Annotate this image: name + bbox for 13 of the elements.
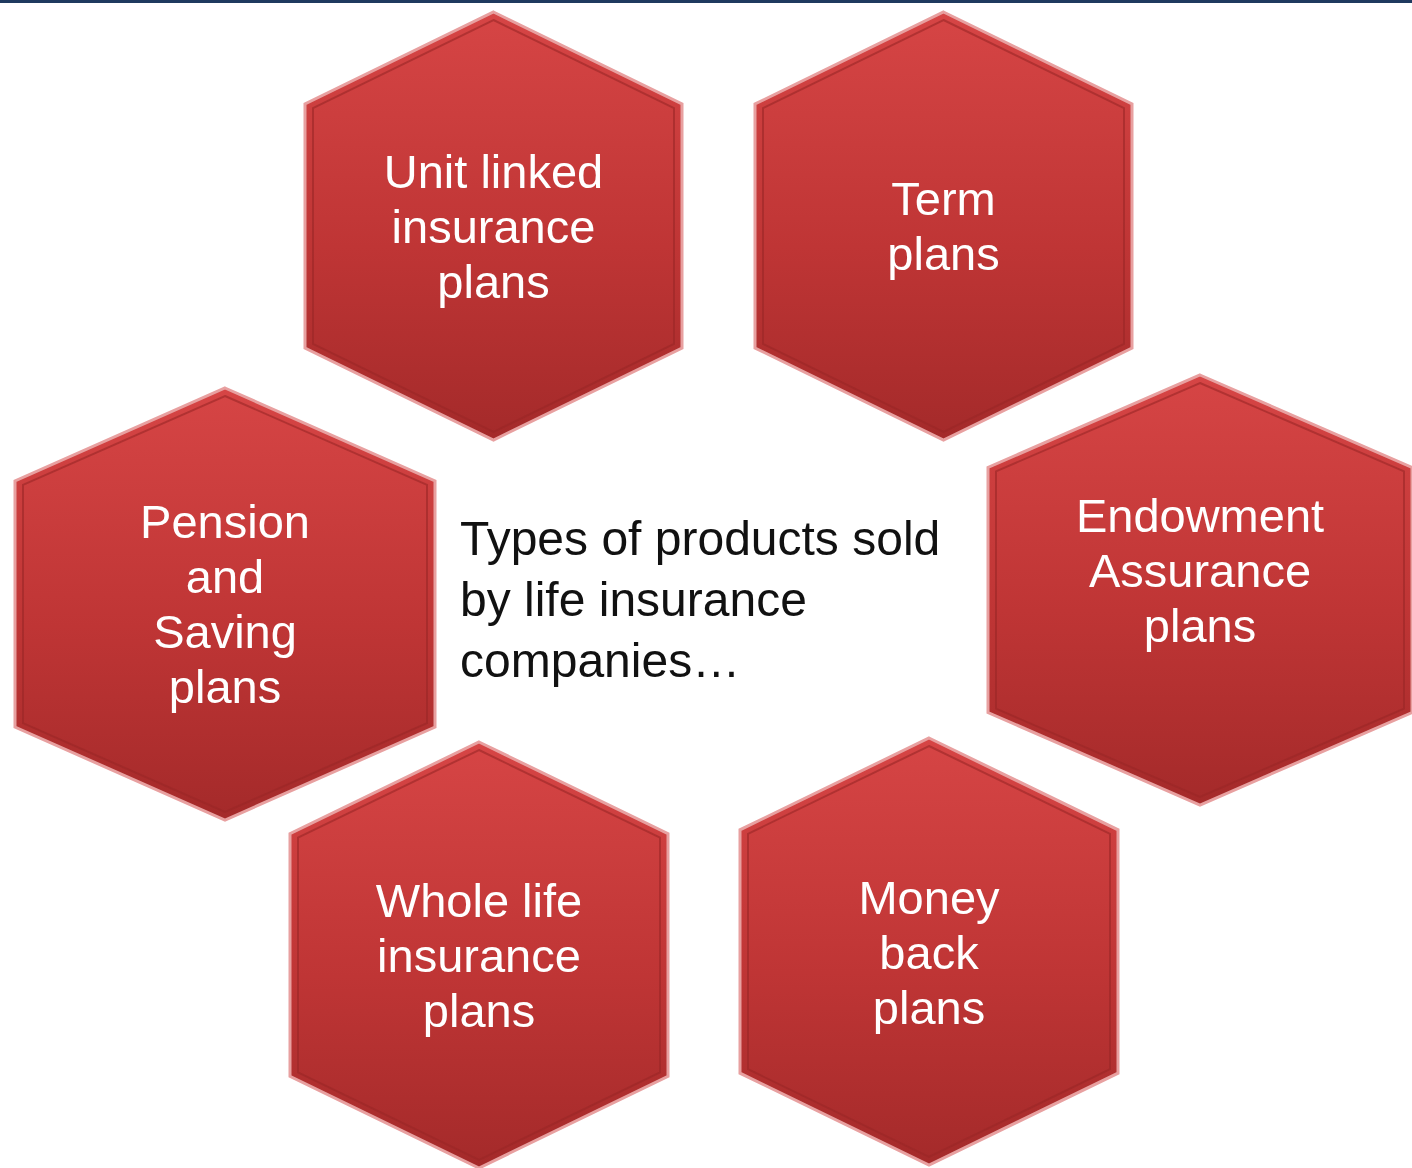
hexagon-label: Endowment Assurance plans (1074, 487, 1326, 653)
hexagon-label: Pension and Saving plans (139, 494, 311, 714)
hexagon-label: Unit linked insurance plans (382, 143, 605, 309)
hexagon-label: Whole life insurance plans (374, 872, 584, 1038)
hexagon-shape (305, 12, 682, 440)
hexagon-label: Term plans (886, 171, 1001, 281)
hexagon-shape (740, 738, 1118, 1165)
hexagon-shape (15, 388, 435, 820)
hexagon-shape (290, 742, 668, 1168)
hexagon-label: Money back plans (857, 869, 1001, 1034)
hexagon-shape (755, 12, 1132, 440)
hexagon-shape (988, 375, 1412, 805)
center-heading: Types of products sold by life insurance companies… (460, 511, 942, 689)
